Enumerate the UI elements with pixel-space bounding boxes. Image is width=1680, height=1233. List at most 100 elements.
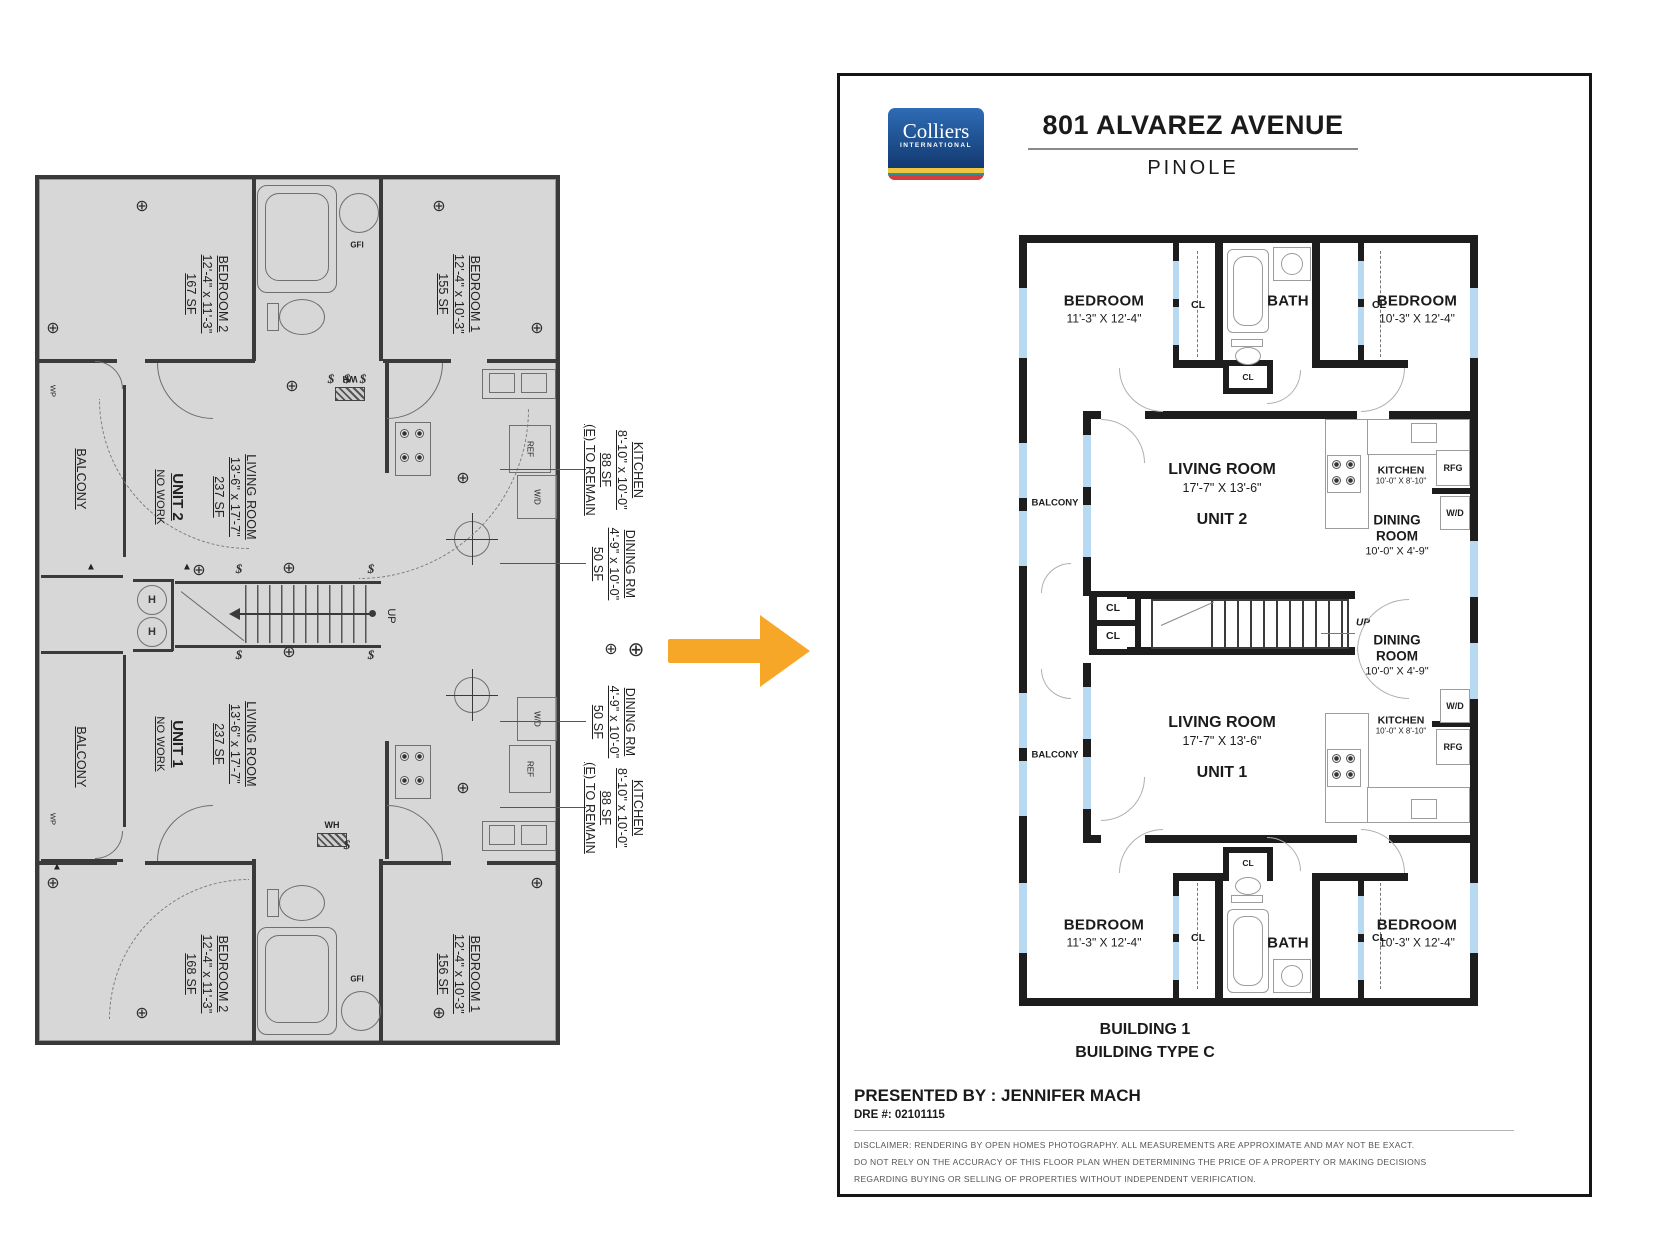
door-arc bbox=[1101, 777, 1145, 821]
window bbox=[1019, 883, 1027, 953]
callout-kitchen-top: KITCHEN 8'-10" x 10'-0" 88 SF (E) TO REM… bbox=[583, 424, 645, 516]
wall bbox=[1089, 411, 1101, 419]
bedroom-bl-label: BEDROOM 11'-3" X 12'-4" bbox=[1063, 916, 1145, 950]
callout-leader bbox=[500, 807, 586, 808]
exhaust-fan bbox=[341, 991, 381, 1031]
stove-burner bbox=[415, 776, 424, 785]
wall bbox=[1223, 360, 1229, 394]
cl-label: CL bbox=[1106, 602, 1120, 614]
up-label: UP bbox=[385, 608, 397, 624]
wall bbox=[145, 861, 255, 865]
switch-symbol: $ bbox=[327, 371, 335, 386]
living1-label: LIVING ROOM 17'-7" X 13'-6" UNIT 1 bbox=[1168, 714, 1276, 781]
logo-subname: INTERNATIONAL bbox=[899, 142, 973, 149]
unit2-label: UNIT 2 NO WORK bbox=[154, 469, 186, 525]
wall bbox=[1135, 591, 1141, 655]
toilet-tank bbox=[267, 889, 279, 917]
rfg-label: RFG bbox=[1443, 742, 1463, 752]
gfi-label: GFI bbox=[350, 240, 364, 250]
sink bbox=[1411, 799, 1437, 819]
flyer-card: Colliers INTERNATIONAL 801 ALVAREZ AVENU… bbox=[837, 73, 1592, 1197]
callout-leader bbox=[500, 721, 586, 722]
flyer-header: 801 ALVAREZ AVENUE PINOLE bbox=[1003, 110, 1383, 180]
disclaimer-line: DISCLAIMER: RENDERING BY OPEN HOMES PHOT… bbox=[854, 1140, 1415, 1150]
closet-rod bbox=[1380, 883, 1381, 989]
stove-burner bbox=[1332, 754, 1341, 763]
bath-label: BATH bbox=[1267, 934, 1309, 952]
kitchen-counter bbox=[482, 369, 556, 399]
cl-label: CL bbox=[1372, 299, 1386, 311]
logo-name: Colliers bbox=[902, 119, 970, 143]
balcony-rail bbox=[1019, 511, 1027, 566]
dre-number: DRE #: 02101115 bbox=[854, 1109, 945, 1121]
ceiling-light-symbol: ⊕ bbox=[432, 1005, 446, 1022]
toilet-bowl bbox=[279, 885, 325, 921]
ceiling-light-symbol: ⊕ bbox=[282, 560, 296, 577]
stove-burner bbox=[1346, 754, 1355, 763]
cl-label: CL bbox=[1372, 932, 1386, 944]
ceiling-light-symbol: ⊕ bbox=[627, 639, 645, 661]
washer-dryer bbox=[1440, 496, 1470, 530]
balcony-rail bbox=[1019, 693, 1027, 748]
door-arc bbox=[95, 831, 123, 859]
closet-door bbox=[1358, 942, 1364, 980]
door-arc bbox=[1361, 368, 1405, 412]
wall bbox=[383, 359, 451, 363]
stove-burner bbox=[1332, 460, 1341, 469]
ceiling-light-symbol: ⊕ bbox=[135, 1005, 149, 1022]
wall bbox=[1173, 243, 1179, 368]
presented-by: PRESENTED BY : JENNIFER MACH bbox=[854, 1086, 1141, 1105]
sink bbox=[1281, 253, 1303, 275]
bedroom2-bottom-label: BEDROOM 2 12'-4" x 11'-3" 168 SF bbox=[184, 934, 230, 1014]
washer-dryer bbox=[517, 475, 557, 519]
cl-label: CL bbox=[1242, 372, 1254, 382]
bedroom-tl-label: BEDROOM 11'-3" X 12'-4" bbox=[1063, 292, 1145, 326]
window bbox=[1470, 643, 1478, 699]
switch-symbol: $ bbox=[235, 561, 243, 576]
stove-burner bbox=[1332, 770, 1341, 779]
stair-break-line bbox=[1160, 601, 1215, 626]
wall bbox=[1312, 243, 1320, 368]
closet-door bbox=[1358, 896, 1364, 934]
wall bbox=[123, 655, 126, 827]
vent-symbol: ▲ bbox=[52, 861, 62, 873]
wd-label: W/D bbox=[1446, 701, 1464, 711]
bathtub-inner bbox=[265, 193, 329, 281]
wall bbox=[1127, 647, 1355, 655]
bathtub bbox=[257, 185, 337, 293]
wall bbox=[1215, 873, 1223, 998]
wp-label: WP bbox=[48, 384, 58, 398]
stair-treads bbox=[1211, 601, 1349, 647]
building-caption: BUILDING 1 BUILDING TYPE C bbox=[995, 1018, 1295, 1064]
door-arc bbox=[387, 805, 443, 861]
toilet-tank bbox=[267, 303, 279, 331]
wall bbox=[1312, 873, 1320, 998]
bedroom1-bottom-label: BEDROOM 1 12'-4" x 10'-3" 156 SF bbox=[436, 934, 482, 1014]
wall bbox=[133, 649, 173, 652]
callout-kitchen-bottom: KITCHEN 8'-10" x 10'-0" 88 SF (E) TO REM… bbox=[583, 762, 645, 854]
stove bbox=[1327, 455, 1361, 493]
wall bbox=[1223, 847, 1273, 853]
stove-burner bbox=[1346, 770, 1355, 779]
closet-door bbox=[1173, 261, 1179, 299]
disclaimer-line: DO NOT RELY ON THE ACCURACY OF THIS FLOO… bbox=[854, 1157, 1427, 1167]
stove-burner bbox=[1332, 476, 1341, 485]
wall bbox=[1089, 649, 1141, 655]
washer-dryer bbox=[1440, 689, 1470, 723]
transform-arrow-body bbox=[668, 639, 762, 663]
kitchen2-label: KITCHEN 10'-0" X 8'-10" bbox=[1375, 464, 1427, 486]
wall bbox=[41, 651, 123, 654]
ceiling-light-symbol: ⊕ bbox=[135, 198, 149, 215]
refrigerator bbox=[1436, 729, 1470, 765]
door-arc bbox=[1041, 563, 1071, 593]
wall bbox=[1127, 591, 1355, 599]
wall bbox=[252, 859, 256, 1041]
bedroom-tr-label: BEDROOM 10'-3" X 12'-4" bbox=[1376, 292, 1458, 326]
bedroom1-top-label: BEDROOM 1 12'-4" x 10'-3" 155 SF bbox=[436, 254, 482, 334]
rendered-floor-plan: RFG W/D CL CL UP W/D RFG bbox=[1019, 235, 1478, 1006]
living1-label: LIVING ROOM 13'-6" x 17'-7" 237 SF bbox=[212, 701, 258, 787]
wall bbox=[39, 359, 117, 363]
stove bbox=[395, 745, 431, 799]
wall bbox=[1173, 360, 1223, 368]
logo-stripe-teal bbox=[888, 173, 984, 175]
